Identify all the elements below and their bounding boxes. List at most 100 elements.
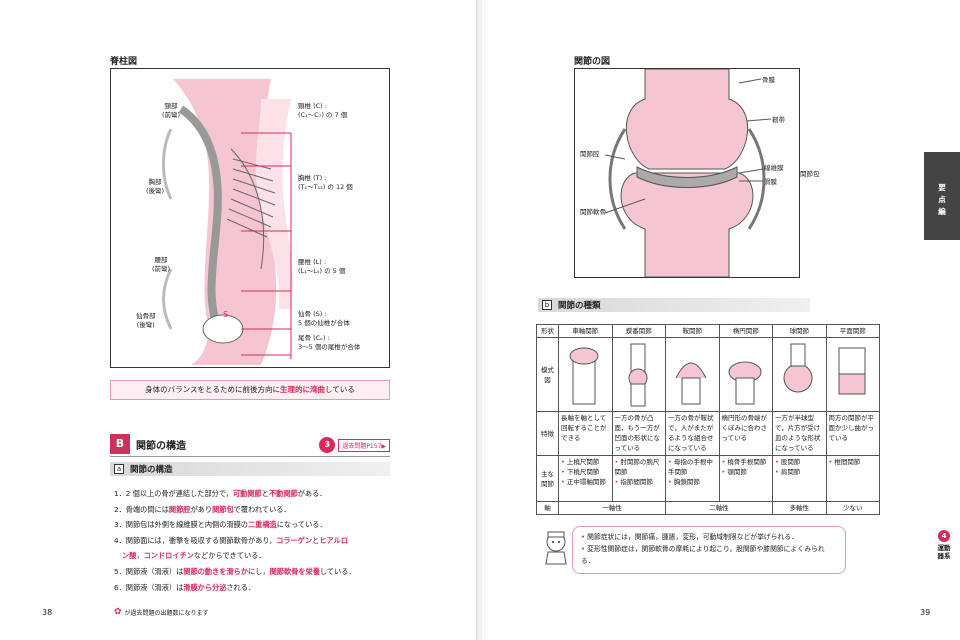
subsection-a-box: a (114, 464, 124, 474)
region-thoracic: 胸部(後彎) (146, 178, 165, 195)
vertebra-cervical: 頸椎 (C) :(C₁〜C₇) の 7 個 (298, 102, 348, 119)
subsection-b-title: 関節の種類 (558, 301, 601, 311)
axis-cell: 一軸性 (558, 501, 666, 515)
joint-types-table: 形状 車軸関節 蝶番関節 鞍関節 楕円関節 球関節 平面関節 模式図 特徴 長軸… (536, 324, 880, 515)
axis-cell: 多軸性 (772, 501, 827, 515)
note-item: 関節症状には，関節痛，腫脹，変形，可動域制限などが挙げられる． (581, 531, 837, 543)
list-item: 2．骨端の間には関節腔があり関節包で覆われている． (114, 504, 291, 514)
subsection-a-title: 関節の構造 (130, 465, 173, 475)
list-item: 5．関節液（滑液）は関節の動きを滑らかにし，関節軟骨を栄養している． (114, 566, 356, 576)
flower-icon: ✿ (114, 607, 122, 617)
feature-cell: 両方の関節が平面か少し曲がっている (825, 411, 880, 456)
spine-figure: S (110, 68, 390, 368)
section-badge: B (110, 434, 130, 454)
row-label: 特徴 (536, 411, 559, 456)
chapter-title: 運動器系 (937, 544, 951, 560)
label-synovial-membrane: 滑膜 (764, 178, 777, 186)
table-header-row: 形状 車軸関節 蝶番関節 鞍関節 楕円関節 球関節 平面関節 (536, 324, 880, 338)
label-joint-cavity: 関節腔 (580, 150, 600, 158)
vertebra-coccyx: 尾骨 (Cₒ) :3〜5 個の尾椎が合体 (298, 334, 361, 351)
label-joint-capsule: 関節包 (800, 170, 820, 178)
page-number-right: 39 (920, 608, 931, 617)
section-side-tab[interactable]: 要点編 (924, 152, 960, 240)
feature-cell: 一方の骨が鞍状で，人がまたがるような組合せになっている (665, 411, 720, 456)
region-sacral: 仙骨部(後彎) (136, 312, 156, 329)
section-rule (110, 456, 390, 457)
axis-cell: 少ない (825, 501, 880, 515)
list-item: 4．関節面には，衝撃を吸収する関節軟骨があり，コラーゲンとヒアルロ (114, 535, 349, 545)
feature-cell: 楕円形の骨端がくぼみに合わさっている (718, 411, 773, 456)
table-header-cell: 楕円関節 (718, 324, 773, 338)
feature-cell: 長軸を軸として回転することができる (558, 411, 613, 456)
table-header-cell: 形状 (536, 324, 559, 338)
chapter-side-tab[interactable]: 4 運動器系 (936, 530, 952, 560)
spine-illustration: S (162, 79, 293, 365)
nurse-mascot-icon (545, 531, 567, 565)
spine-figure-title: 脊柱図 (110, 57, 138, 67)
table-header-cell: 鞍関節 (665, 324, 720, 338)
vertebra-thoracic: 胸椎 (T) :(T₁〜T₁₂) の 12 個 (298, 174, 353, 191)
left-page: 脊柱図 S 頸部(前彎) 胸部(後彎) (0, 0, 478, 640)
list-item: 1．2 個以上の骨が連結した部分で，可動関節と不動関節がある． (114, 489, 327, 498)
list-item-continued: ン酸，コンドロイチンなどからできている． (122, 551, 266, 561)
example-cell: 椎間関節 (825, 455, 880, 502)
diagram-plane (825, 337, 880, 412)
table-row-axis: 軸 一軸性 二軸性 多軸性 少ない (536, 501, 880, 515)
diagram-saddle (665, 337, 720, 412)
table-row-features: 特徴 長軸を軸として回転することができる 一方の骨が凸面，もう一方が凹面の形状に… (536, 411, 880, 456)
table-row-diagram: 模式図 (536, 337, 880, 412)
label-fibrous-membrane: 線維膜 (764, 164, 784, 172)
table-header-cell: 車軸関節 (558, 324, 613, 338)
past-exam-count: 3 (319, 437, 336, 453)
vertebra-sacrum: 仙骨 (S) :5 個の仙椎が合体 (298, 310, 350, 327)
label-articular-cartilage: 関節軟骨 (580, 208, 606, 216)
joint-figure-title: 関節の図 (574, 57, 611, 67)
past-exam-link[interactable]: 過去問題P157▶ (338, 438, 390, 452)
spine-s-mark: S (223, 310, 228, 319)
structure-list: 1．2 個以上の骨が連結した部分で，可動関節と不動関節がある． 2．骨端の間には… (114, 486, 404, 595)
table-header-cell: 蝶番関節 (611, 324, 666, 338)
spine-caption: 身体のバランスをとるために前後方向に生理的に湾曲している (110, 380, 390, 400)
section-title: 関節の構造 (136, 441, 186, 452)
feature-cell: 一方の骨が凸面，もう一方が凹面の形状になっている (611, 411, 666, 456)
subsection-b-box: b (542, 300, 552, 310)
region-cervical: 頸部(前彎) (162, 102, 181, 119)
example-cell: 母指の手根中手関節胸鎖関節 (665, 455, 720, 502)
clinical-note-box: 関節症状には，関節痛，腫脹，変形，可動域制限などが挙げられる． 変形性関節症は，… (572, 526, 846, 574)
region-lumbar: 腰部(前彎) (152, 256, 171, 273)
section-joint-structure: B 関節の構造 3 過去問題P157▶ (110, 434, 390, 457)
chapter-number-badge: 4 (938, 530, 950, 542)
past-exam-ref[interactable]: 3 過去問題P157▶ (319, 437, 390, 453)
note-item: 変形性関節症は，関節軟骨の摩耗により起こり，股関節や膝関節によくみられる． (581, 543, 837, 567)
example-cell: 股関節肩関節 (772, 455, 827, 502)
diagram-hinge (611, 337, 666, 412)
table-header-cell: 平面関節 (825, 324, 880, 338)
label-periosteum: 骨膜 (762, 76, 775, 84)
joint-figure (574, 68, 800, 278)
right-page: 関節の図 骨膜 靭帯 関節腔 線維膜 滑膜 関節包 関節軟骨 b (482, 0, 960, 640)
diagram-pivot (558, 337, 613, 412)
diagram-ball (772, 337, 827, 412)
list-item: 3．関節包は外側を線維膜と内側の滑膜の二重構造になっている． (114, 520, 327, 530)
list-item: 6．関節液（滑液）は滑膜から分泌される． (114, 582, 256, 592)
subsection-a: a 関節の構造 (110, 462, 390, 476)
joint-illustration (604, 68, 772, 278)
table-row-examples: 主な関節 上橈尺関節下橈尺関節正中環軸関節 肘関節の腕尺関節指節間関節 母指の手… (536, 455, 880, 502)
table-header-cell: 球関節 (772, 324, 827, 338)
label-ligament: 靭帯 (772, 116, 785, 124)
row-label: 主な関節 (536, 455, 559, 502)
axis-cell: 二軸性 (665, 501, 773, 515)
book-gutter (476, 0, 484, 640)
subsection-b: b 関節の種類 (538, 298, 810, 312)
row-label: 軸 (536, 501, 559, 515)
footer-note: ✿が過去問題の出題数になります (114, 607, 209, 617)
feature-cell: 一方が半球型で，片方が受け皿のような形状になっている (772, 411, 827, 456)
diagram-ellipsoid (718, 337, 773, 412)
vertebra-lumbar: 腰椎 (L) :(L₁〜L₅) の 5 個 (298, 258, 346, 275)
example-cell: 肘関節の腕尺関節指節間関節 (611, 455, 666, 502)
page-number-left: 38 (42, 608, 53, 617)
row-label: 模式図 (536, 337, 559, 412)
example-cell: 上橈尺関節下橈尺関節正中環軸関節 (558, 455, 613, 502)
example-cell: 橈骨手根関節顎関節 (718, 455, 773, 502)
